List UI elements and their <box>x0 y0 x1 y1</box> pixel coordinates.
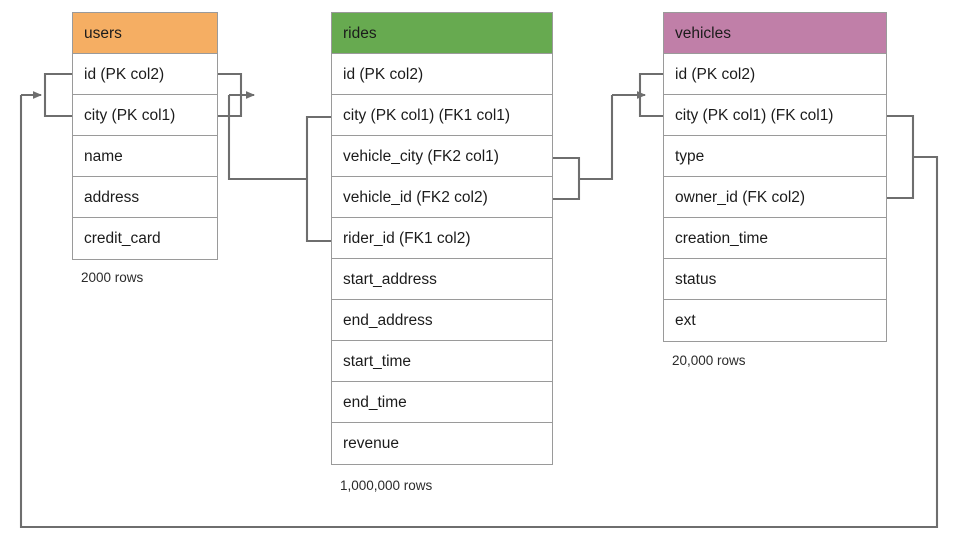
field-rides-city[interactable]: city (PK col1) (FK1 col1) <box>332 95 552 136</box>
field-users-city[interactable]: city (PK col1) <box>73 95 217 136</box>
field-users-address[interactable]: address <box>73 177 217 218</box>
field-vehicles-owner-id[interactable]: owner_id (FK col2) <box>664 177 886 218</box>
field-rides-start-address[interactable]: start_address <box>332 259 552 300</box>
field-vehicles-status[interactable]: status <box>664 259 886 300</box>
field-rides-end-address[interactable]: end_address <box>332 300 552 341</box>
field-rides-end-time[interactable]: end_time <box>332 382 552 423</box>
field-users-name[interactable]: name <box>73 136 217 177</box>
field-vehicles-creation-time[interactable]: creation_time <box>664 218 886 259</box>
entity-rides-header: rides <box>332 13 552 54</box>
row-count-users: 2000 rows <box>81 270 144 285</box>
field-users-credit-card[interactable]: credit_card <box>73 218 217 259</box>
field-vehicles-type[interactable]: type <box>664 136 886 177</box>
entity-rides[interactable]: rides id (PK col2) city (PK col1) (FK1 c… <box>331 12 553 465</box>
row-count-rides: 1,000,000 rows <box>340 478 433 493</box>
field-rides-start-time[interactable]: start_time <box>332 341 552 382</box>
connector-rides-fk2-vehicles <box>553 72 663 201</box>
entity-vehicles[interactable]: vehicles id (PK col2) city (PK col1) (FK… <box>663 12 887 342</box>
field-rides-revenue[interactable]: revenue <box>332 423 552 464</box>
entity-users-header: users <box>73 13 217 54</box>
field-rides-id[interactable]: id (PK col2) <box>332 54 552 95</box>
field-vehicles-city[interactable]: city (PK col1) (FK col1) <box>664 95 886 136</box>
field-rides-vehicle-id[interactable]: vehicle_id (FK2 col2) <box>332 177 552 218</box>
row-count-vehicles: 20,000 rows <box>672 353 746 368</box>
field-rides-rider-id[interactable]: rider_id (FK1 col2) <box>332 218 552 259</box>
field-vehicles-id[interactable]: id (PK col2) <box>664 54 886 95</box>
field-vehicles-ext[interactable]: ext <box>664 300 886 341</box>
entity-vehicles-header: vehicles <box>664 13 886 54</box>
field-users-id[interactable]: id (PK col2) <box>73 54 217 95</box>
entity-users[interactable]: users id (PK col2) city (PK col1) name a… <box>72 12 218 260</box>
connector-rides-fk1-users <box>218 72 331 243</box>
field-rides-vehicle-city[interactable]: vehicle_city (FK2 col1) <box>332 136 552 177</box>
